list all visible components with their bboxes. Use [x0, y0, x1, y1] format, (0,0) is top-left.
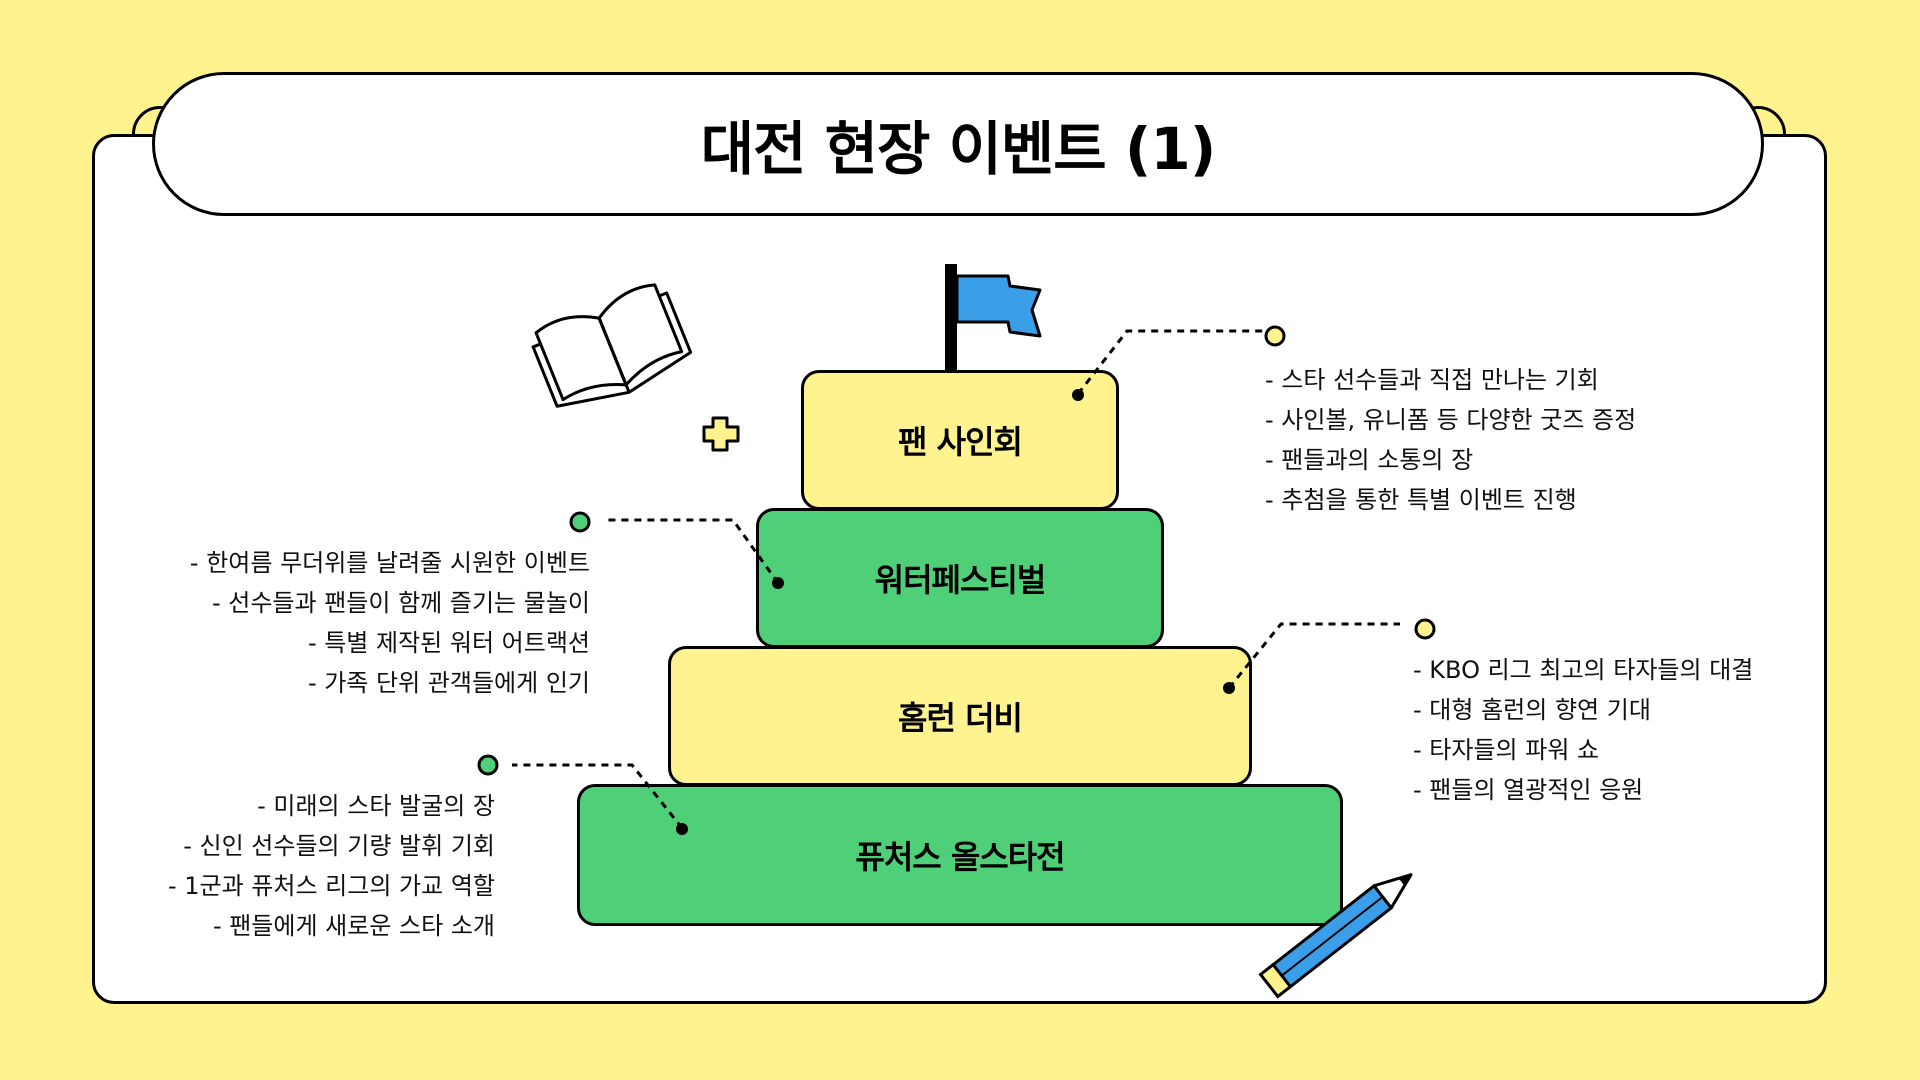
desc-line: - 사인볼, 유니폼 등 다양한 굿즈 증정 [1265, 406, 1637, 434]
desc-line: - 타자들의 파워 쇼 [1413, 736, 1600, 764]
tier-fan-sign: 팬 사인회 [801, 370, 1119, 510]
desc-line: - 팬들과의 소통의 장 [1265, 446, 1474, 474]
desc-line: - 팬들의 열광적인 응원 [1413, 776, 1644, 804]
pencil-icon [1258, 873, 1413, 999]
desc-line: - 특별 제작된 워터 어트랙션 [307, 629, 590, 657]
desc-line: - KBO 리그 최고의 타자들의 대결 [1413, 656, 1754, 684]
connector-homerun-derby [1223, 618, 1436, 694]
plus-icon [702, 416, 740, 452]
desc-fan-sign: - 스타 선수들과 직접 만나는 기회 - 사인볼, 유니폼 등 다양한 굿즈 … [1265, 360, 1636, 520]
desc-line: - 선수들과 팬들이 함께 즐기는 물놀이 [211, 589, 590, 617]
page-title: 대전 현장 이벤트 (1) [700, 115, 1216, 183]
connector-fan-sign [1072, 325, 1286, 401]
tier-water-festival: 워터페스티벌 [756, 508, 1164, 648]
desc-water-festival: - 한여름 무더위를 날려줄 시원한 이벤트 - 선수들과 팬들이 함께 즐기는… [190, 543, 590, 703]
connector-water-festival [569, 511, 784, 589]
desc-line: - 스타 선수들과 직접 만나는 기회 [1265, 366, 1599, 394]
title-banner: 대전 현장 이벤트 (1) [152, 72, 1764, 216]
desc-line: - 한여름 무더위를 날려줄 시원한 이벤트 [189, 549, 590, 577]
open-book-icon [531, 283, 693, 408]
tier-label: 퓨처스 올스타전 [855, 838, 1065, 876]
desc-line: - 가족 단위 관객들에게 인기 [307, 669, 590, 697]
desc-line: - 미래의 스타 발굴의 장 [257, 792, 495, 820]
tier-futures-allstar: 퓨처스 올스타전 [577, 784, 1343, 926]
tier-label: 워터페스티벌 [874, 561, 1047, 599]
tier-label: 팬 사인회 [898, 423, 1023, 461]
flag-icon [945, 264, 1042, 372]
connector-futures-allstar [477, 754, 688, 835]
desc-line: - 대형 홈런의 향연 기대 [1413, 696, 1651, 724]
desc-line: - 추첨을 통한 특별 이벤트 진행 [1265, 486, 1577, 514]
desc-line: - 팬들에게 새로운 스타 소개 [212, 912, 495, 940]
desc-homerun-derby: - KBO 리그 최고의 타자들의 대결 - 대형 홈런의 향연 기대 - 타자… [1413, 650, 1753, 810]
tier-label: 홈런 더비 [898, 699, 1023, 737]
desc-line: - 1군과 퓨처스 리그의 가교 역할 [167, 872, 495, 900]
desc-line: - 신인 선수들의 기량 발휘 기회 [183, 832, 495, 860]
desc-futures-allstar: - 미래의 스타 발굴의 장 - 신인 선수들의 기량 발휘 기회 - 1군과 … [168, 786, 495, 946]
